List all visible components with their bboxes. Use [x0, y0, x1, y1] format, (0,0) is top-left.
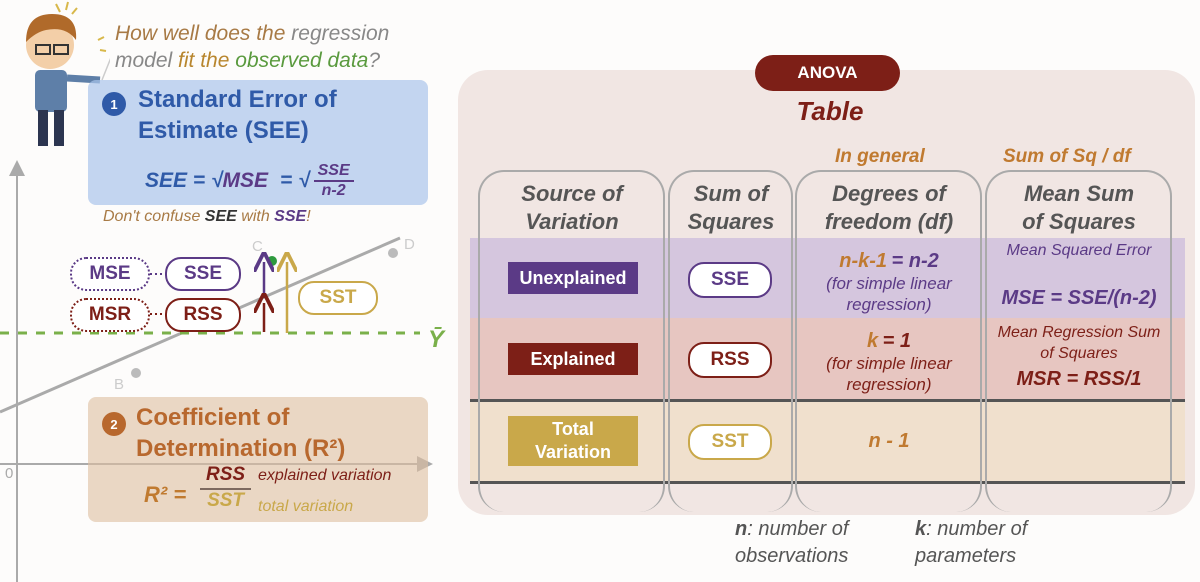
- see-title-line: Standard Error of: [138, 86, 337, 113]
- df-note: (for simple linear regression): [826, 354, 952, 394]
- col-note-sum-sq-df: Sum of Sq / df: [1003, 146, 1131, 167]
- q-part: model: [115, 49, 173, 72]
- header-df: Degrees of freedom (df): [795, 180, 983, 236]
- w: SEE: [204, 208, 237, 225]
- r2-lhs: R² =: [144, 482, 187, 507]
- sst-pill: SST: [298, 281, 378, 315]
- divider: [470, 481, 1185, 484]
- r2-title-line: Determination (R²): [136, 435, 346, 462]
- df-a: k: [867, 330, 879, 352]
- frac-num: SSE: [313, 162, 354, 182]
- h: of Squares: [1022, 209, 1136, 234]
- header-ss: Sum of Squares: [668, 180, 794, 236]
- ms-note-explained: Mean Regression Sum of Squares: [997, 324, 1161, 362]
- total-variation-note: total variation: [258, 498, 354, 515]
- h: Source of: [521, 181, 623, 206]
- q-part: How well does the: [115, 22, 286, 45]
- msr-pill: MSR: [70, 298, 150, 332]
- df-explained: k = 1(for simple linear regression): [800, 330, 978, 395]
- r2-den: SST: [207, 490, 245, 511]
- formula-part: = √: [280, 169, 310, 192]
- n-symbol: n: [735, 518, 748, 540]
- anova-badge: ANOVA: [755, 55, 900, 91]
- df-a: n-k-1: [839, 250, 888, 272]
- frac-den: n-2: [321, 182, 346, 199]
- ms-note-unexplained: Mean Squared Error: [1006, 242, 1152, 259]
- q-part: regression: [291, 22, 390, 45]
- header-ms: Mean Sum of Squares: [985, 180, 1173, 236]
- origin-label: 0: [5, 465, 14, 482]
- column-ss: [668, 170, 793, 512]
- ss-rss: RSS: [688, 342, 772, 378]
- w: SSE: [274, 208, 307, 225]
- point-b-label: B: [114, 376, 125, 393]
- column-source: [478, 170, 665, 512]
- column-ms: [985, 170, 1172, 512]
- sse-pill: SSE: [165, 257, 241, 291]
- w: Don't confuse: [103, 208, 201, 225]
- r2-title-line: Coefficient of: [136, 404, 290, 431]
- h: Sum of: [693, 181, 769, 206]
- w: !: [306, 208, 311, 225]
- n-text: : number of observations: [735, 518, 849, 567]
- header-source: Source of Variation: [478, 180, 666, 236]
- teacher-character-illustration: [26, 1, 110, 146]
- formula-part: SEE = √: [145, 169, 223, 192]
- df-b: = 1: [882, 330, 911, 352]
- explained-variation-note: explained variation: [258, 467, 392, 484]
- h: freedom (df): [824, 209, 954, 234]
- q-part: observed data: [235, 49, 369, 72]
- see-box: [88, 80, 428, 205]
- h: Variation: [525, 209, 619, 234]
- source-total: Total Variation: [508, 416, 638, 466]
- y-bar-label: Ȳ: [428, 326, 445, 353]
- h: Squares: [687, 209, 775, 234]
- see-title: Standard Error of Estimate (SEE): [138, 84, 337, 146]
- see-title-line: Estimate (SEE): [138, 117, 309, 144]
- anova-subtitle: Table: [796, 96, 864, 126]
- formula-part: MSE: [222, 169, 268, 192]
- point-c-label: C: [252, 238, 263, 255]
- h: Mean Sum: [1023, 181, 1135, 206]
- r2-title: Coefficient of Determination (R²): [136, 402, 345, 464]
- step-number-1: 1: [102, 92, 126, 116]
- df-total: n - 1: [868, 430, 910, 452]
- h: Degrees of: [832, 181, 946, 206]
- q-part: fit the: [178, 49, 230, 72]
- r2-num: RSS: [200, 464, 252, 490]
- legend-n: n: number of observations: [735, 516, 885, 570]
- point-c: [267, 256, 277, 266]
- ss-sst: SST: [688, 424, 772, 460]
- step-number-2: 2: [102, 412, 126, 436]
- divider: [470, 399, 1185, 402]
- question-text: How well does the regression model fit t…: [115, 20, 389, 74]
- column-df: [795, 170, 982, 512]
- point-b: [131, 368, 141, 378]
- q-part: ?: [368, 49, 381, 72]
- warning-text: Don't confuse SEE with SSE!: [103, 208, 311, 226]
- ss-sse: SSE: [688, 262, 772, 298]
- w: with: [241, 208, 270, 225]
- ms-msr: MSR = RSS/1: [1016, 368, 1142, 390]
- df-note: (for simple linear regression): [826, 274, 952, 314]
- df-b: = n-2: [891, 250, 939, 272]
- ms-mse: MSE = SSE/(n-2): [1001, 287, 1157, 309]
- point-d-label: D: [404, 236, 415, 253]
- rss-pill: RSS: [165, 298, 241, 332]
- r2-box: [88, 397, 428, 522]
- point-d: [388, 248, 398, 258]
- k-symbol: k: [915, 518, 927, 540]
- source-explained: Explained: [508, 343, 638, 375]
- legend-k: k: number of parameters: [915, 516, 1065, 570]
- col-note-in-general: In general: [835, 146, 925, 167]
- df-unexplained: n-k-1 = n-2(for simple linear regression…: [800, 250, 978, 315]
- mse-pill: MSE: [70, 257, 150, 291]
- k-text: : number of parameters: [915, 518, 1028, 567]
- source-unexplained: Unexplained: [508, 262, 638, 294]
